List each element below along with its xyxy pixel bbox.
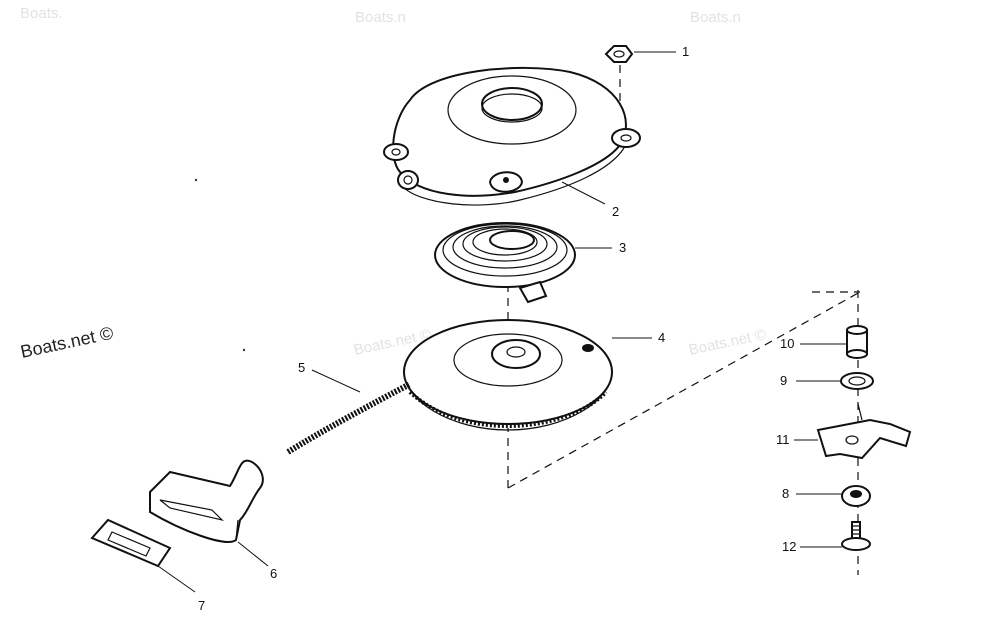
part-8-retainer bbox=[841, 485, 871, 507]
callout-6: 6 bbox=[270, 566, 277, 581]
leader-lines bbox=[157, 51, 846, 593]
callout-3: 3 bbox=[619, 240, 626, 255]
part-4-pulley bbox=[403, 319, 613, 431]
part-6-starter-handle bbox=[149, 459, 264, 543]
watermark-top-right: Boats.n bbox=[690, 9, 741, 26]
callout-5: 5 bbox=[298, 360, 305, 375]
callout-1: 1 bbox=[682, 44, 689, 59]
part-2-starter-housing bbox=[383, 66, 641, 206]
part-11-pawl bbox=[816, 403, 912, 460]
callout-4: 4 bbox=[658, 330, 665, 345]
callout-12: 12 bbox=[782, 539, 796, 554]
callout-2: 2 bbox=[612, 204, 619, 219]
callout-9: 9 bbox=[780, 373, 787, 388]
watermark-main: Boats.net © bbox=[19, 323, 115, 362]
part-1-hex-nut bbox=[604, 45, 634, 63]
part-7-rope-anchor bbox=[90, 518, 172, 568]
callout-7: 7 bbox=[198, 598, 205, 613]
callout-11: 11 bbox=[776, 432, 790, 447]
stray-dot bbox=[194, 178, 198, 182]
part-5-starter-rope bbox=[286, 381, 412, 455]
stray-dot bbox=[242, 348, 246, 352]
part-10-bushing bbox=[846, 325, 868, 359]
callout-10: 10 bbox=[780, 336, 794, 351]
part-3-recoil-spring bbox=[434, 222, 576, 304]
part-12-screw bbox=[841, 521, 871, 551]
part-9-washer bbox=[840, 372, 874, 390]
watermark-top-mid: Boats.n bbox=[355, 9, 406, 26]
watermark-top-left: Boats. bbox=[20, 5, 63, 22]
callout-8: 8 bbox=[782, 486, 789, 501]
watermark-right: Boats.net © bbox=[687, 326, 767, 359]
